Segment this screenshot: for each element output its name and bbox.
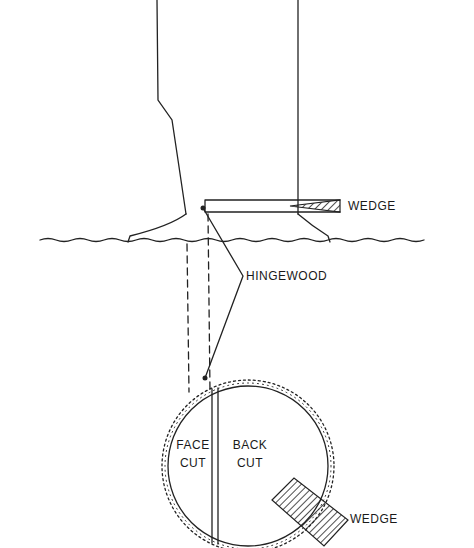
cut-label: FACE CUT [176,436,210,472]
projection-line [187,244,189,392]
hinge-dot [203,376,208,381]
hingewood-strip [212,388,218,544]
wedge-symbol [272,478,348,546]
cut-label: BACK CUT [230,436,270,472]
part-label: WEDGE [348,199,396,214]
part-label: HINGEWOOD [246,269,327,284]
wedge-symbol [290,200,340,212]
root-flare-left [128,214,186,242]
leader-line [203,208,243,378]
ground-line [40,239,424,242]
hinge-dot [201,206,206,211]
back-cut-kerf [205,200,340,212]
trunk-right [297,0,298,214]
trunk-left [157,0,186,214]
stump-section: FACE CUT BACK CUT [162,380,334,548]
root-flare-right [298,214,330,242]
part-label: WEDGE [350,512,398,527]
